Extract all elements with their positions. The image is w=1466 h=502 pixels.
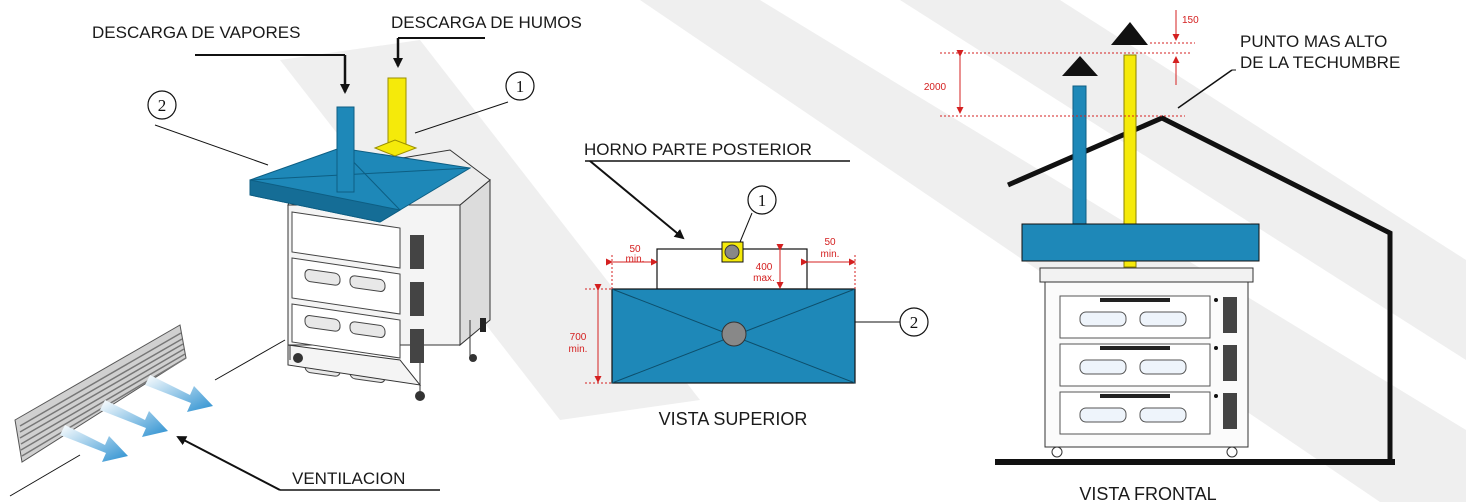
smoke-cap-icon bbox=[1111, 22, 1148, 45]
label-horno-parte-posterior: HORNO PARTE POSTERIOR bbox=[584, 140, 812, 159]
label-descarga-vapores: DESCARGA DE VAPORES bbox=[92, 23, 300, 42]
dim-left-value: 50 bbox=[629, 244, 641, 255]
dim-top-value: 150 bbox=[1182, 15, 1199, 26]
caption-vista-frontal: VISTA FRONTAL bbox=[1079, 484, 1216, 502]
dim-left-unit: min. bbox=[626, 254, 645, 265]
dim-hood-value: 700 bbox=[570, 332, 587, 343]
dim-depth-value: 400 bbox=[756, 262, 773, 273]
callout-1-circle bbox=[505, 71, 535, 101]
callout-2-circle bbox=[147, 90, 177, 120]
top-view-callout-1 bbox=[747, 185, 777, 215]
callout-1-number: 1 bbox=[516, 77, 525, 96]
ventilation-grille bbox=[9, 324, 286, 497]
front-view bbox=[940, 10, 1395, 465]
dim-hood-unit: min. bbox=[569, 344, 588, 355]
hood-front-view bbox=[1021, 223, 1260, 262]
top-view-callout-2-number: 2 bbox=[910, 313, 919, 332]
label-ventilacion: VENTILACION bbox=[292, 469, 405, 488]
label-punto-alto-line1: PUNTO MAS ALTO bbox=[1240, 32, 1387, 51]
callout-2-number: 2 bbox=[158, 96, 167, 115]
top-view-callout-2 bbox=[899, 307, 929, 337]
label-punto-alto-line2: DE LA TECHUMBRE bbox=[1240, 53, 1400, 72]
top-view bbox=[585, 160, 929, 384]
vapor-cap-icon bbox=[1062, 56, 1098, 76]
dim-height-value: 2000 bbox=[924, 82, 947, 93]
dim-right-unit: min. bbox=[821, 249, 840, 260]
caption-vista-superior: VISTA SUPERIOR bbox=[659, 409, 808, 429]
top-view-callout-1-number: 1 bbox=[758, 191, 767, 210]
label-descarga-humos: DESCARGA DE HUMOS bbox=[391, 13, 582, 32]
airflow-arrows bbox=[60, 375, 213, 462]
dim-depth-unit: max. bbox=[753, 273, 775, 284]
dim-right-value: 50 bbox=[824, 237, 836, 248]
isometric-oven-view bbox=[9, 37, 535, 497]
